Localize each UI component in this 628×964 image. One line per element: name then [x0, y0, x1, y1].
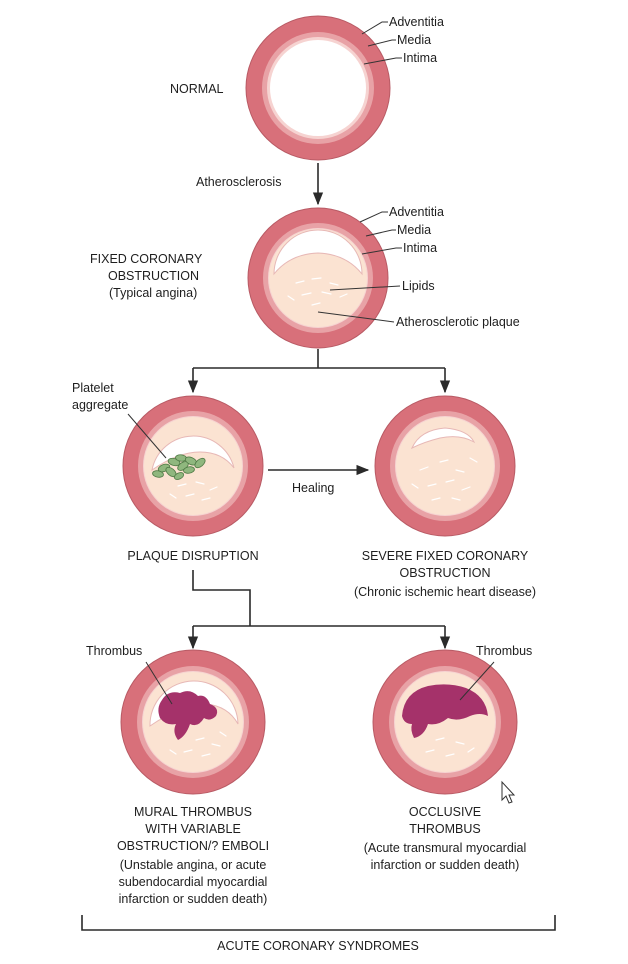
severe-title-line2: OBSTRUCTION — [400, 566, 491, 580]
label-thrombus-occlusive: Thrombus — [476, 644, 532, 658]
vessel-normal — [245, 15, 391, 161]
severe-note: (Chronic ischemic heart disease) — [354, 585, 536, 599]
normal-title: NORMAL — [170, 82, 224, 96]
footer-bracket — [81, 915, 556, 931]
mural-note-line3: infarction or sudden death) — [119, 892, 268, 906]
leader-thrombus-mural — [145, 661, 173, 705]
label-platelet-line2: aggregate — [72, 398, 128, 412]
normal-layer-labels: Adventitia Media Intima — [361, 15, 444, 65]
label-thrombus-mural: Thrombus — [86, 644, 142, 658]
vessel-fixed-obstruction — [247, 207, 389, 349]
mural-title-line3: OBSTRUCTION/? EMBOLI — [117, 839, 269, 853]
disruption-title: PLAQUE DISRUPTION — [127, 549, 258, 563]
mural-note-line1: (Unstable angina, or acute — [120, 858, 267, 872]
label-media-fixed: Media — [397, 223, 431, 237]
mural-thrombus-mass — [158, 691, 218, 740]
vessel-occlusive-thrombus — [372, 649, 518, 795]
label-platelet-line1: Platelet — [72, 381, 114, 395]
connector-split-1 — [187, 349, 451, 394]
label-intima-normal: Intima — [403, 51, 437, 65]
fixed-note: (Typical angina) — [109, 286, 197, 300]
label-atherosclerosis: Atherosclerosis — [196, 175, 281, 189]
occlusive-note-line2: infarction or sudden death) — [371, 858, 520, 872]
fixed-layer-labels: Adventitia Media Intima Lipids Atheroscl… — [317, 205, 520, 329]
label-adventitia-normal: Adventitia — [389, 15, 444, 29]
occlusive-note-line1: (Acute transmural myocardial — [364, 841, 527, 855]
mural-note-line2: subendocardial myocardial — [119, 875, 268, 889]
vessel-mural-thrombus — [120, 649, 266, 795]
vessel-severe-fixed — [374, 395, 516, 537]
occlusive-thrombus-mass — [402, 684, 488, 738]
label-media-normal: Media — [397, 33, 431, 47]
leader-thrombus-occlusive — [459, 661, 495, 701]
connector-split-2 — [187, 570, 451, 650]
label-lipids: Lipids — [402, 279, 435, 293]
occlusive-title-line1: OCCLUSIVE — [409, 805, 481, 819]
label-adventitia-fixed: Adventitia — [389, 205, 444, 219]
footer-label: ACUTE CORONARY SYNDROMES — [217, 939, 419, 953]
mural-title-line1: MURAL THROMBUS — [134, 805, 252, 819]
fixed-title-line2: OBSTRUCTION — [108, 269, 199, 283]
label-atherosclerotic-plaque: Atherosclerotic plaque — [396, 315, 520, 329]
label-healing: Healing — [292, 481, 334, 495]
platelet-aggregate — [152, 454, 206, 480]
fixed-title-line1: FIXED CORONARY — [90, 252, 203, 266]
occlusive-title-line2: THROMBUS — [409, 822, 481, 836]
mural-title-line2: WITH VARIABLE — [145, 822, 241, 836]
cursor-arrow-icon — [501, 780, 516, 804]
label-intima-fixed: Intima — [403, 241, 437, 255]
leader-platelet — [127, 413, 167, 459]
vessel-plaque-disruption — [122, 395, 264, 537]
severe-title-line1: SEVERE FIXED CORONARY — [362, 549, 529, 563]
